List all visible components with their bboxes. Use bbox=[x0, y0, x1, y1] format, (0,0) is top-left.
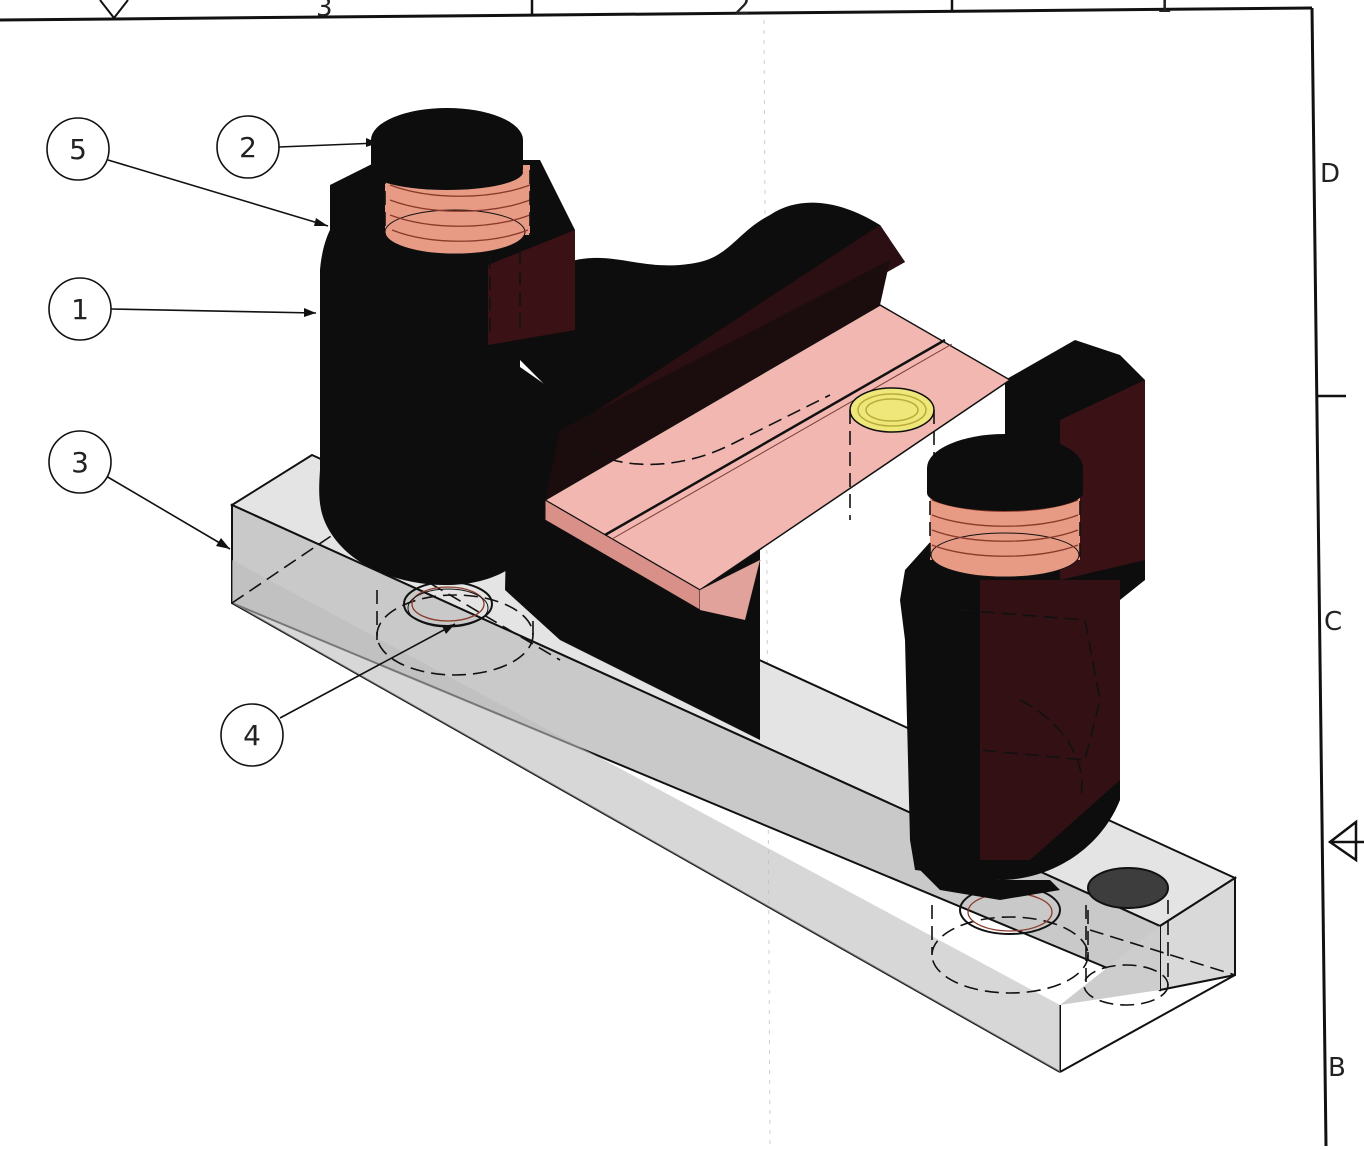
dowel-pin bbox=[1087, 867, 1169, 909]
zone-label-right: B bbox=[1328, 1053, 1346, 1083]
top-screw-left bbox=[371, 108, 531, 340]
balloon-4[interactable]: 4 bbox=[220, 623, 456, 767]
balloon-2[interactable]: 2 bbox=[216, 115, 379, 179]
clamp-body bbox=[319, 160, 1145, 900]
centering-mark-icon bbox=[1327, 819, 1364, 863]
zone-label-top: 2 bbox=[734, 0, 751, 21]
base-hole-right bbox=[931, 867, 1169, 1006]
saddle-surface bbox=[543, 260, 1012, 620]
zone-label-top: 3 bbox=[316, 0, 333, 23]
balloon-label: 1 bbox=[71, 293, 89, 326]
zone-label-right: D bbox=[1320, 159, 1340, 189]
zone-label-top: 1 bbox=[1156, 0, 1173, 19]
balloon-3[interactable]: 3 bbox=[48, 430, 231, 550]
balloon-label: 2 bbox=[239, 131, 257, 164]
paper-fold bbox=[763, 19, 771, 1147]
balloon-label: 3 bbox=[71, 446, 89, 479]
zone-label-right: C bbox=[1324, 607, 1342, 637]
balloon-1[interactable]: 1 bbox=[48, 277, 317, 341]
balloon-label: 5 bbox=[69, 133, 87, 166]
top-screw-right bbox=[927, 434, 1101, 801]
balloon-5[interactable]: 5 bbox=[46, 117, 329, 227]
balloon-label: 4 bbox=[243, 719, 261, 752]
